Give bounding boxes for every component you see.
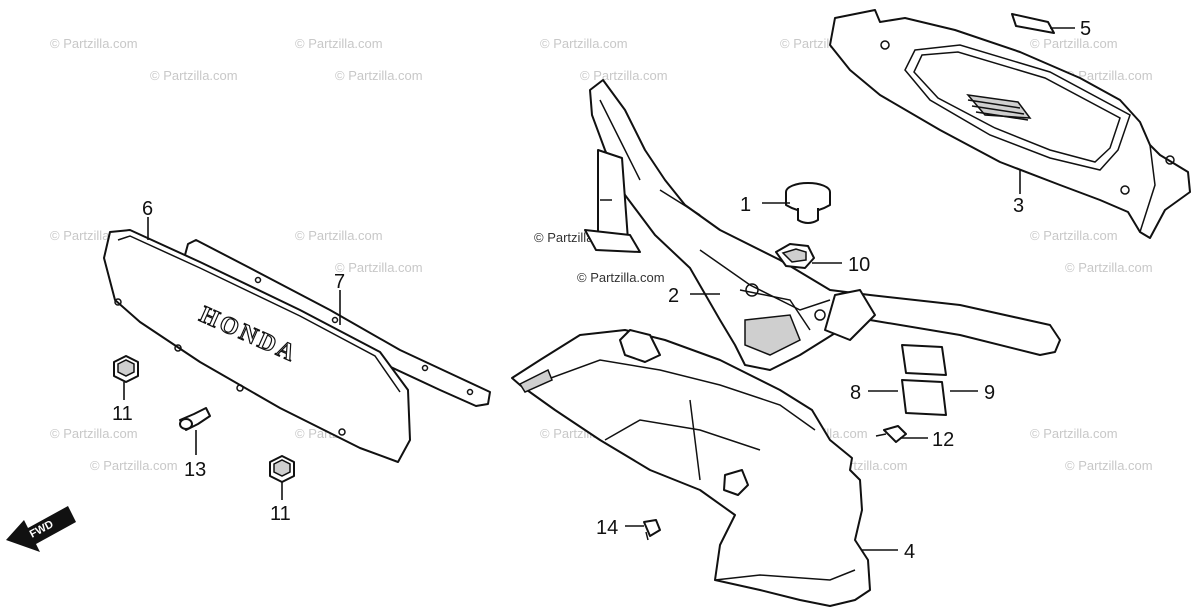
callout-13: 13: [184, 459, 206, 481]
watermark: © Partzilla.com: [1030, 228, 1118, 243]
callout-9: 9: [984, 382, 995, 404]
leader-lines: [123, 27, 1075, 551]
rear-handlebar-cover: [829, 9, 1191, 239]
watermark: © Partzilla.com: [1065, 68, 1153, 83]
emblem-sticker: [1011, 13, 1055, 34]
watermark: © Partzilla.com: [1030, 426, 1118, 441]
callout-7: 7: [334, 271, 345, 293]
bolt-13: [179, 407, 211, 431]
watermark: © Partzilla.com: [1030, 36, 1118, 51]
clip-14: [643, 519, 661, 541]
nut-11-lower: [269, 455, 295, 483]
callout-5: 5: [1080, 18, 1091, 40]
screw-12: [875, 425, 907, 443]
watermark: © Partzilla.com: [90, 458, 178, 473]
watermark: © Partzilla.com: [50, 36, 138, 51]
callout-6: 6: [142, 198, 153, 220]
watermark-layer: © Partzilla.com © Partzilla.com © Partzi…: [50, 36, 1153, 473]
watermark: © Partzilla.com: [335, 260, 423, 275]
watermark: © Partzilla.com: [335, 68, 423, 83]
callout-11-lower: 11: [270, 503, 291, 525]
callout-1: 1: [740, 194, 751, 216]
watermark: © Partzilla.com: [50, 426, 138, 441]
callout-12: 12: [932, 429, 954, 451]
decal-9: [901, 344, 947, 376]
watermark: © Partzilla.com: [295, 228, 383, 243]
watermark: © Partzilla.com: [1065, 458, 1153, 473]
callout-2: 2: [668, 285, 679, 307]
front-lower-cover: [511, 329, 871, 607]
callout-10: 10: [848, 254, 870, 276]
callout-8: 8: [850, 382, 861, 404]
watermark: © Partzilla.com: [580, 68, 668, 83]
watermark: © Partzilla.com: [577, 270, 665, 285]
forward-direction-arrow: FWD: [6, 506, 76, 552]
callout-labels: 1 2 3 4 5 6 7 8 9 10 11 11 12 13 14: [112, 18, 1091, 563]
watermark: © Partzilla.com: [150, 68, 238, 83]
callout-11-upper: 11: [112, 403, 133, 425]
callout-3: 3: [1013, 195, 1024, 217]
watermark: © Partzilla.com: [540, 36, 628, 51]
callout-14: 14: [596, 517, 618, 539]
lock-nut: [775, 243, 815, 269]
handlebar: [584, 79, 1061, 371]
callout-4: 4: [904, 541, 915, 563]
decal-8: [901, 379, 947, 416]
front-emblem-cover: HONDA: [103, 229, 411, 463]
handlebar-cap: [785, 182, 831, 224]
watermark: © Partzilla.com: [295, 36, 383, 51]
watermark: © Partzilla.com: [1065, 260, 1153, 275]
nut-11-upper: [113, 355, 139, 383]
